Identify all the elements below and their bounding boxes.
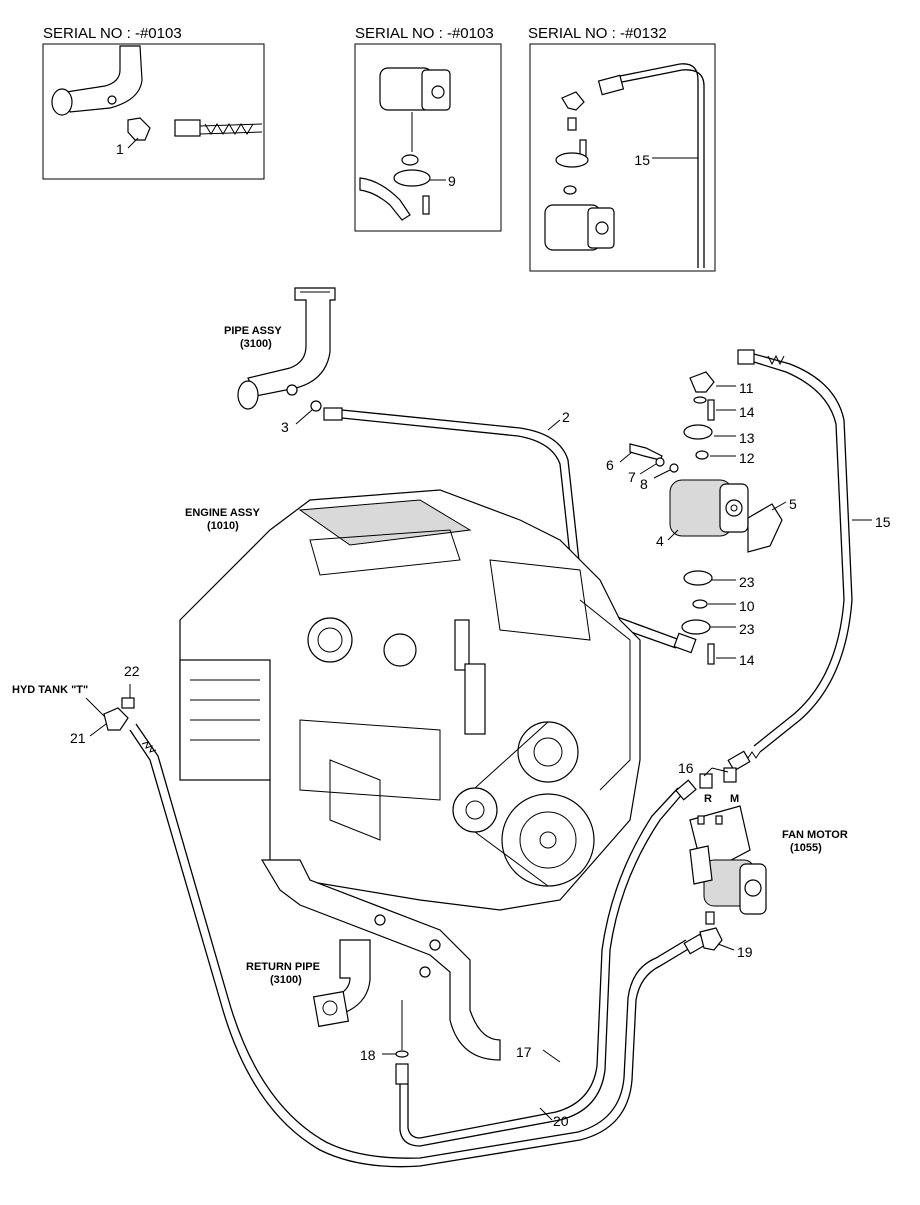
inset-2-title: SERIAL NO : -#0103 — [355, 25, 494, 42]
label-fan-motor: FAN MOTOR — [782, 829, 848, 841]
callout-10: 10 — [739, 598, 755, 614]
callout-19: 19 — [737, 944, 753, 960]
callout-1: 1 — [116, 141, 124, 157]
callout-4: 4 — [656, 533, 664, 549]
label-return-pipe-code: (3100) — [270, 974, 302, 986]
callout-11: 11 — [739, 380, 754, 396]
callout-8: 8 — [640, 476, 648, 492]
inset-2-pump-drawing — [359, 67, 451, 221]
hose-part-15 — [727, 349, 853, 772]
hose-part-20 — [129, 723, 707, 1168]
label-engine-assy: ENGINE ASSY — [185, 507, 260, 519]
callout-23b: 23 — [739, 621, 755, 637]
inset-2-frame — [354, 43, 502, 232]
elbow-part-11 — [689, 371, 715, 393]
hyd-tank-tee — [103, 697, 135, 731]
washer-part-8 — [669, 463, 679, 473]
label-engine-assy-code: (1010) — [207, 520, 239, 532]
label-return-pipe: RETURN PIPE — [246, 961, 320, 973]
inset-1-pipe-drawing — [51, 45, 263, 141]
fan-motor-drawing — [689, 805, 767, 925]
gear-pump-part-4 — [669, 479, 749, 537]
flange-part-23-top — [683, 570, 713, 586]
inset-1-title: SERIAL NO : -#0103 — [43, 25, 182, 42]
callout-17: 17 — [516, 1044, 532, 1060]
inset-3-title: SERIAL NO : -#0132 — [528, 25, 667, 42]
callout-15-inset: 15 — [634, 152, 650, 168]
callout-13: 13 — [739, 430, 755, 446]
callout-12: 12 — [739, 450, 755, 466]
pipe-assy-drawing — [237, 287, 336, 410]
inset-3: SERIAL NO : -#0132 15 — [528, 25, 716, 272]
gasket-part-5 — [747, 503, 783, 553]
bolt-part-6 — [629, 443, 663, 461]
fitting-part-16 — [699, 767, 737, 789]
return-pipe-drawing — [260, 859, 501, 1061]
label-port-m: M — [730, 793, 739, 805]
washer-part-7 — [655, 457, 665, 467]
oring-part-10 — [692, 599, 708, 609]
oring-part-3 — [310, 400, 322, 412]
flange-part-23-bottom — [681, 619, 711, 635]
engine-assy-drawing — [179, 489, 641, 911]
callout-16: 16 — [678, 760, 694, 776]
callout-6: 6 — [606, 457, 614, 473]
callout-9: 9 — [448, 173, 456, 189]
label-pipe-assy-code: (3100) — [240, 338, 272, 350]
callout-2: 2 — [562, 409, 570, 425]
callout-5: 5 — [789, 496, 797, 512]
callout-14a: 14 — [739, 404, 755, 420]
inset-1-frame — [42, 43, 265, 180]
label-hyd-tank: HYD TANK "T" — [12, 684, 88, 696]
callout-21: 21 — [70, 730, 86, 746]
callout-22: 22 — [124, 663, 140, 679]
callout-15: 15 — [875, 514, 891, 530]
label-pipe-assy: PIPE ASSY — [224, 325, 282, 337]
plug-part-22 — [121, 697, 135, 709]
bolt-part-14-top — [707, 399, 715, 421]
callout-23a: 23 — [739, 574, 755, 590]
hose-part-17 — [395, 779, 697, 1147]
inset-1: SERIAL NO : -#0103 1 — [42, 25, 265, 180]
flange-part-13 — [683, 424, 713, 440]
callout-18: 18 — [360, 1047, 376, 1063]
callout-3: 3 — [281, 419, 289, 435]
oring-part-18 — [395, 1050, 409, 1058]
label-fan-motor-code: (1055) — [790, 842, 822, 854]
inset-3-frame — [529, 43, 716, 272]
pump-group — [629, 371, 783, 665]
callout-20: 20 — [553, 1113, 569, 1129]
inset-3-pump-drawing — [544, 63, 705, 268]
oring-part-12 — [695, 450, 709, 460]
fitting-part-19 — [699, 927, 723, 951]
callout-7: 7 — [628, 469, 636, 485]
inset-2: SERIAL NO : -#0103 9 — [354, 25, 502, 232]
tee-part-21 — [103, 707, 129, 731]
bolt-part-14-bottom — [707, 643, 715, 665]
label-port-r: R — [704, 793, 712, 805]
callout-14b: 14 — [739, 652, 755, 668]
